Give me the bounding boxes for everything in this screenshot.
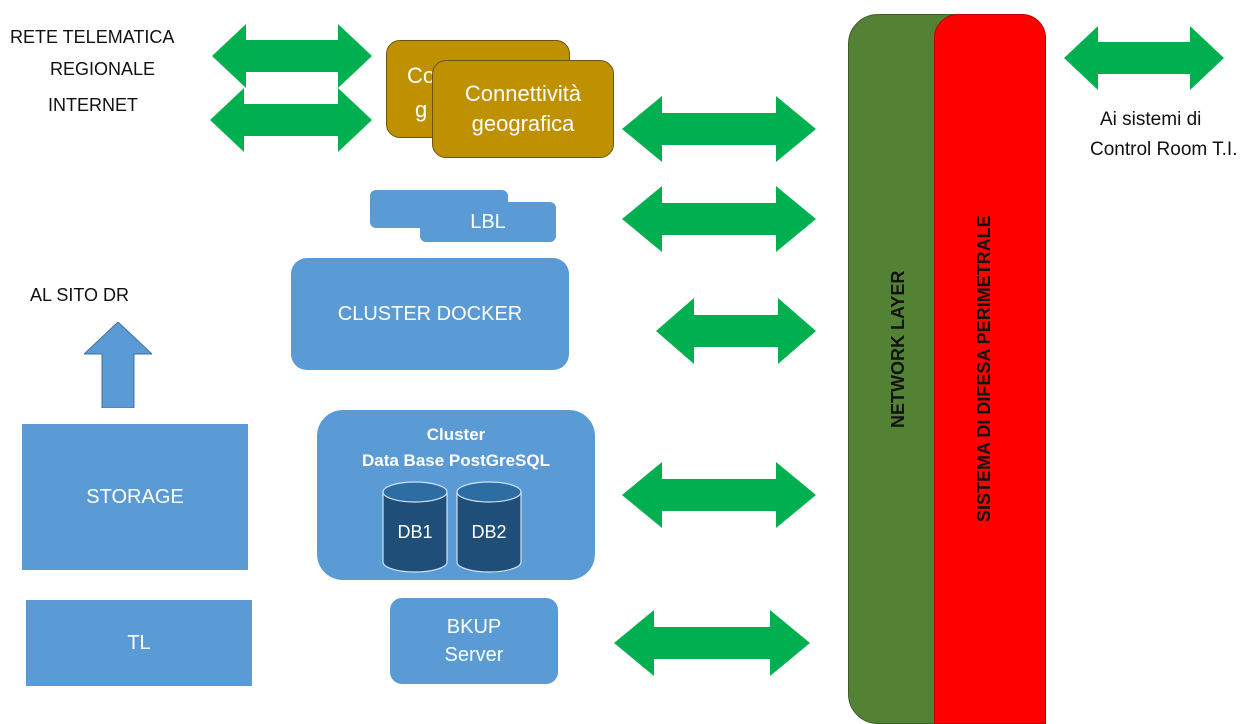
db2-label: DB2 <box>471 522 507 542</box>
connectivity-network-arrow <box>622 96 816 162</box>
backup-network-arrow <box>614 610 810 676</box>
perimeter-defense-bar <box>934 14 1046 724</box>
control-room-line1: Ai sistemi di <box>1100 109 1202 130</box>
db1-label: DB1 <box>397 522 433 542</box>
rete-telematica-label: RETE TELEMATICA <box>10 27 175 47</box>
db2-cylinder: DB2 <box>455 480 523 574</box>
rete-arrow <box>212 24 372 88</box>
lbl-label: LBL <box>470 210 506 233</box>
db-network-arrow <box>622 462 816 528</box>
storage-box: STORAGE <box>22 424 248 570</box>
backup-line2: Server <box>444 644 504 666</box>
control-room-arrow <box>1064 26 1224 90</box>
tl-box: TL <box>26 600 252 686</box>
db-cluster-box: Cluster Data Base PostGreSQL DB1 DB2 <box>317 410 595 580</box>
perimeter-defense-label: SISTEMA DI DIFESA PERIMETRALE <box>974 215 994 523</box>
db-cluster-title-2: Data Base PostGreSQL <box>361 451 550 470</box>
al-sito-dr-label: AL SITO DR <box>30 285 130 305</box>
network-layer-label: NETWORK LAYER <box>888 270 908 428</box>
connectivity-title-line2: geografica <box>471 111 575 136</box>
storage-label: STORAGE <box>86 485 184 508</box>
cluster-docker-box: CLUSTER DOCKER <box>291 258 569 370</box>
lbl-network-arrow <box>622 186 816 252</box>
internet-label: INTERNET <box>48 95 138 115</box>
docker-network-arrow <box>656 298 816 364</box>
backup-server-box: BKUP Server <box>390 598 558 684</box>
lbl-box: LBL <box>420 202 556 242</box>
internet-arrow <box>210 88 372 152</box>
connectivity-back-text-2: g <box>414 97 428 122</box>
regionale-label: REGIONALE <box>50 59 156 79</box>
backup-line1: BKUP <box>446 616 502 638</box>
cluster-docker-label: CLUSTER DOCKER <box>337 302 523 325</box>
up-arrow-icon <box>84 322 152 408</box>
connectivity-back-text-1: Co <box>407 63 436 88</box>
control-room-line2: Control Room T.I. <box>1090 139 1238 160</box>
tl-label: TL <box>127 631 151 654</box>
db-cluster-title-1: Cluster <box>426 425 486 444</box>
connectivity-title-line1: Connettività <box>464 81 582 106</box>
db1-cylinder: DB1 <box>381 480 449 574</box>
connectivity-box-front: Connettività geografica <box>432 60 614 158</box>
